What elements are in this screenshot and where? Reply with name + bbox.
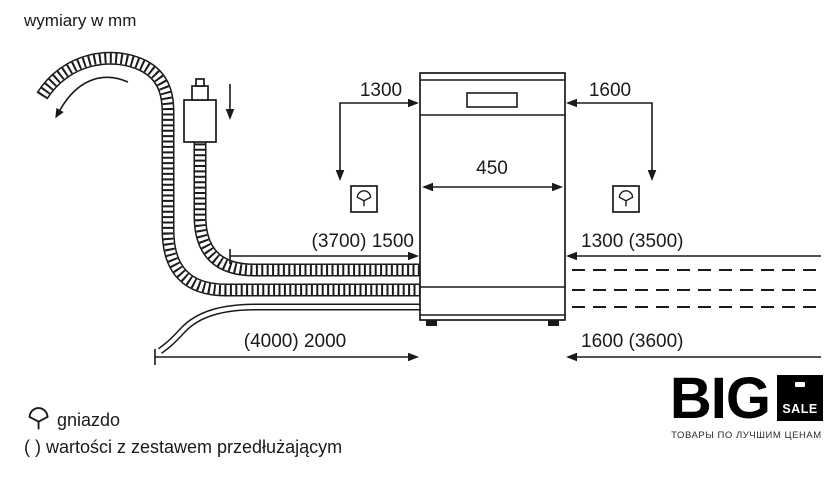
hose-direction-arrow-icon	[55, 76, 129, 119]
dim-right-bottom-label: 1600 (3600)	[581, 331, 683, 352]
dim-cord-right-label: 1600	[589, 80, 631, 101]
dim-width: 450	[422, 158, 563, 192]
dim-cord-left-label: 1300	[360, 80, 402, 101]
logo-tagline: ТОВАРЫ ПО ЛУЧШИМ ЦЕНАМ	[671, 430, 822, 441]
logo-brand-text: BIG	[669, 366, 771, 432]
dim-drain-length: (4000) 2000	[154, 331, 419, 365]
supply-hose	[193, 138, 421, 277]
routing-dashed-lines	[572, 269, 821, 308]
legend-note: ( ) wartości z zestawem przedłużającym	[24, 437, 342, 457]
page-title: wymiary w mm	[23, 11, 136, 30]
badge-sale-text: SALE	[782, 402, 818, 417]
control-panel	[466, 92, 518, 108]
appliance-outline	[419, 72, 566, 326]
socket-left	[350, 185, 378, 213]
power-cord	[157, 303, 421, 354]
appliance-foot-left	[426, 320, 437, 326]
dim-cord-left: 1300	[335, 80, 419, 181]
dim-drain-label: (4000) 2000	[244, 331, 346, 352]
socket-right	[612, 185, 640, 213]
dim-cord-right: 1600	[566, 80, 657, 181]
logo-row: BIG SALE	[669, 366, 823, 432]
tap-valve	[183, 78, 217, 143]
hose-insert-arrow	[225, 84, 235, 120]
legend: gniazdo ( ) wartości z zestawem przedłuż…	[24, 407, 342, 457]
big-sale-logo: BIG SALE ТОВАРЫ ПО ЛУЧШИМ ЦЕНАМ	[669, 366, 823, 441]
dim-right-mid-label: 1300 (3500)	[581, 231, 683, 252]
dim-width-label: 450	[476, 158, 508, 179]
dim-supply-length: (3700) 1500	[229, 231, 419, 264]
dim-right-bottom: 1600 (3600)	[566, 331, 821, 362]
drain-hose	[36, 51, 421, 297]
badge-dash-icon	[795, 382, 805, 388]
logo-sale-badge: SALE	[777, 375, 823, 422]
legend-socket-label: gniazdo	[57, 410, 120, 430]
dim-right-mid: 1300 (3500)	[566, 231, 821, 261]
socket-legend-icon	[28, 407, 49, 430]
dim-supply-label: (3700) 1500	[312, 231, 414, 252]
appliance-foot-right	[548, 320, 559, 326]
